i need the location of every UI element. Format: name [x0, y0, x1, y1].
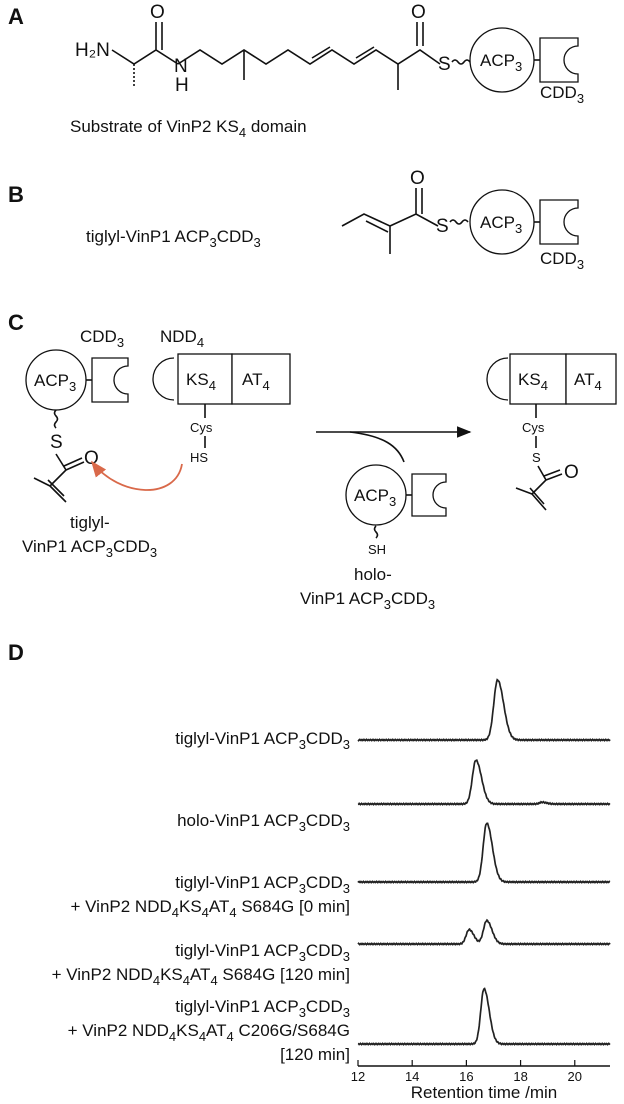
tiglyl-structure: O S [341, 168, 469, 254]
chromatogram-trace-4 [357, 918, 611, 946]
chromatogram-trace-1 [357, 678, 611, 742]
chromatogram-traces [357, 678, 611, 1046]
ks-domain-box [177, 353, 233, 405]
panel-c-label: C [8, 310, 24, 335]
substrate-caption: Substrate of VinP2 KS4 domain [70, 117, 307, 140]
cdd-label: CDD3 [540, 83, 584, 106]
cdd-domain-shape-c1 [91, 357, 129, 403]
ks-label: KS4 [186, 370, 216, 393]
nitrogen-label: N [174, 56, 188, 77]
sulfur-label: S [438, 54, 451, 75]
holo-line1: holo- [354, 565, 392, 584]
cdd-domain-shape-c2 [411, 473, 447, 517]
at-label-right: AT4 [574, 370, 602, 393]
ks-domain-box-right [509, 353, 567, 405]
trace-5-label-line3: [120 min] [280, 1045, 350, 1064]
h2n-label: H₂N [75, 40, 110, 61]
panel-d: D tiglyl-VinP1 ACP3CDD3 holo-VinP1 ACP3C… [8, 640, 611, 1102]
cdd-domain-shape [539, 37, 579, 83]
holo-line2: VinP1 ACP3CDD3 [300, 589, 435, 612]
cdd-domain-shape-b [539, 199, 579, 245]
acp-label-b: ACP3 [480, 213, 522, 236]
at-domain-box-right [565, 353, 617, 405]
trace-1-label: tiglyl-VinP1 ACP3CDD3 [175, 729, 350, 752]
ndd-label: NDD4 [160, 327, 204, 350]
trace-2-label: holo-VinP1 ACP3CDD3 [177, 811, 350, 834]
tiglyl-left-line1: tiglyl- [70, 513, 110, 532]
acp-label-c2: ACP3 [354, 486, 396, 509]
chromatogram-trace-2 [357, 759, 611, 806]
at-domain-box [231, 353, 291, 405]
x-tick-label: 18 [513, 1069, 527, 1084]
trace-3-label-line1: tiglyl-VinP1 ACP3CDD3 [175, 873, 350, 896]
tiglyl-left-line2: VinP1 ACP3CDD3 [22, 537, 157, 560]
chromatogram-trace-5 [357, 987, 611, 1046]
x-tick-label: 20 [568, 1069, 582, 1084]
sh-label: SH [368, 542, 386, 557]
hydrogen-label: H [175, 75, 189, 96]
substrate-structure: H₂N O N H O S [75, 2, 471, 96]
x-axis-ticks: 12 14 16 18 20 [351, 1060, 582, 1084]
trace-5-label-line1: tiglyl-VinP1 ACP3CDD3 [175, 997, 350, 1020]
cys-label-right: Cys [522, 420, 545, 435]
nucleophilic-attack-arrow [91, 460, 183, 491]
oxygen-2-label: O [411, 2, 426, 23]
cdd-label-c: CDD3 [80, 327, 124, 350]
tiglyl-oxygen-label: O [410, 168, 425, 189]
panel-d-label: D [8, 640, 24, 665]
hs-label: HS [190, 450, 208, 465]
panel-b: B tiglyl-VinP1 ACP3CDD3 O S ACP3 CDD3 [8, 168, 584, 272]
acp-label: ACP3 [480, 51, 522, 74]
tiglyl-oxygen-c: O [84, 448, 99, 469]
panel-b-label: B [8, 182, 24, 207]
at-label: AT4 [242, 370, 270, 393]
x-tick-label: 14 [405, 1069, 419, 1084]
acp-label-c1: ACP3 [34, 371, 76, 394]
ndd-domain-shape-right [486, 357, 509, 401]
trace-5-label-line2: + VinP2 NDD4KS4AT4 C206G/S684G [68, 1021, 350, 1044]
cdd-label-b: CDD3 [540, 249, 584, 272]
sulfur-label-right: S [532, 450, 541, 465]
panel-a-label: A [8, 4, 24, 29]
panel-c: C CDD3 ACP3 S O NDD4 KS4 AT4 Cys HS tigl… [8, 310, 617, 612]
x-tick-label: 12 [351, 1069, 365, 1084]
oxygen-1-label: O [150, 2, 165, 23]
x-axis-title: Retention time /min [411, 1083, 557, 1102]
release-curve [349, 431, 405, 463]
tiglyl-sulfur-label: S [436, 216, 449, 237]
trace-4-label-line1: tiglyl-VinP1 ACP3CDD3 [175, 941, 350, 964]
ks-label-right: KS4 [518, 370, 548, 393]
tiglyl-sulfur-c: S [50, 432, 63, 453]
panel-a: A H₂N O N H O S ACP3 CDD3 Substrate of V… [8, 2, 584, 140]
chromatogram-trace-3 [357, 822, 611, 884]
trace-4-label-line2: + VinP2 NDD4KS4AT4 S684G [120 min] [52, 965, 350, 988]
trace-3-label-line2: + VinP2 NDD4KS4AT4 S684G [0 min] [70, 897, 350, 920]
cys-label: Cys [190, 420, 213, 435]
ndd-domain-shape [152, 357, 175, 401]
x-tick-label: 16 [459, 1069, 473, 1084]
oxygen-label-right: O [564, 462, 579, 483]
tiglyl-acp-label: tiglyl-VinP1 ACP3CDD3 [86, 227, 261, 250]
